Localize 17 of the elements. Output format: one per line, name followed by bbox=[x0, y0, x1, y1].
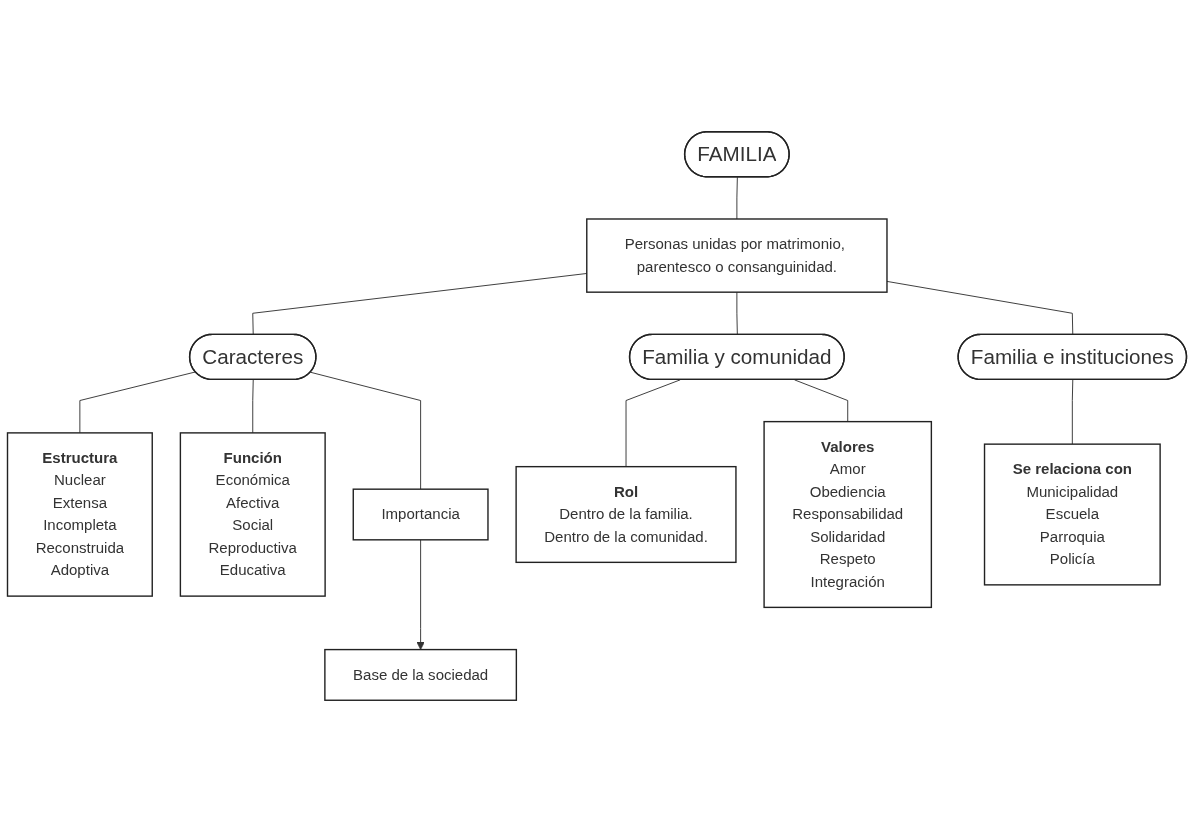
node-box: Estructura Nuclear Extensa Incompleta Reconstruida Adoptiva bbox=[6, 432, 153, 597]
connector bbox=[736, 291, 738, 336]
connector bbox=[625, 379, 681, 468]
connector bbox=[252, 379, 254, 434]
node-box: Rol Dentro de la familia. Dentro de la comunidad. bbox=[515, 465, 737, 564]
connector bbox=[794, 379, 849, 423]
connector bbox=[79, 371, 196, 434]
node-box: Función Económica Afectiva Social Reproductiva Educativa bbox=[179, 432, 326, 597]
connector bbox=[736, 176, 738, 220]
node-box: Base de la sociedad bbox=[324, 648, 518, 701]
connector bbox=[886, 280, 1074, 336]
node-box: Importancia bbox=[352, 488, 489, 541]
node-box: Personas unidas por matrimonio, parentesco o consanguinidad. bbox=[586, 218, 888, 293]
connector bbox=[310, 371, 422, 490]
node-box: Se relaciona con Municipalidad Escuela Parroquia Policía bbox=[983, 443, 1161, 586]
connector bbox=[1071, 379, 1074, 445]
node-box: Valores Amor Obediencia Responsabilidad Solidaridad Respeto Integración bbox=[763, 420, 933, 609]
